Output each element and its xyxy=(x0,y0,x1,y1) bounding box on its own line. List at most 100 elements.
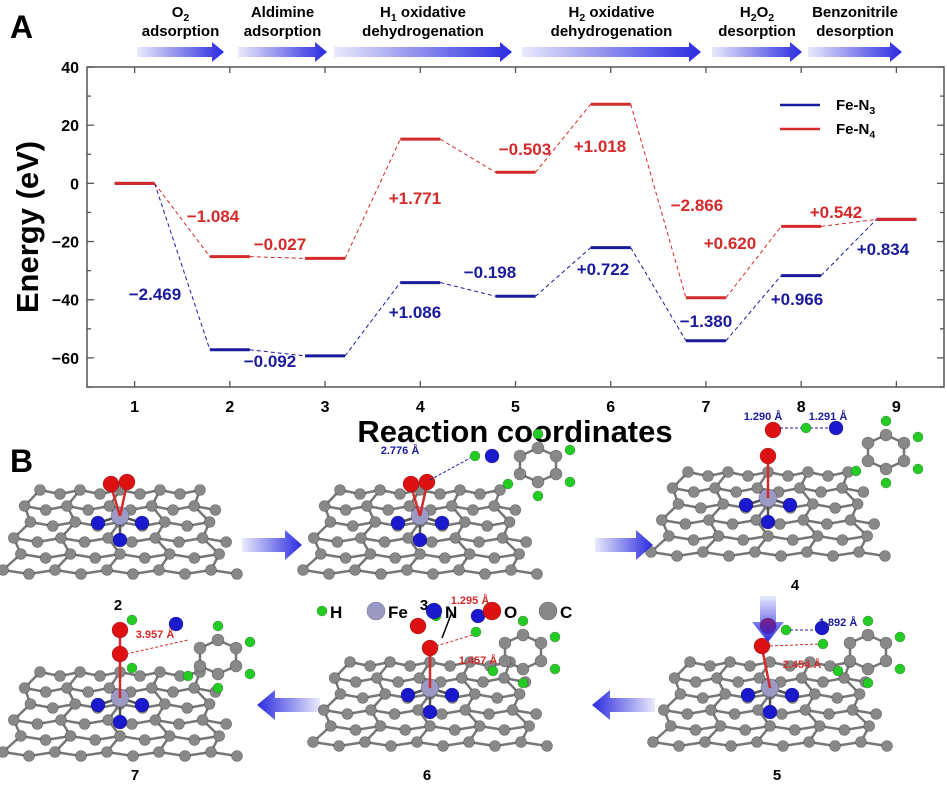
atom-c xyxy=(402,532,415,544)
subscript: 3 xyxy=(869,105,875,117)
atom-c xyxy=(173,536,185,548)
x-tick-label: 8 xyxy=(797,399,806,416)
atom-c xyxy=(349,676,362,688)
atom-c xyxy=(39,504,52,516)
atom-n xyxy=(90,515,106,531)
atom-c xyxy=(371,672,383,684)
atom-c xyxy=(0,564,9,576)
text-run: H xyxy=(569,4,580,21)
atom-c xyxy=(134,488,146,500)
atom-c xyxy=(489,740,501,752)
atom-c xyxy=(211,633,225,647)
subscript: 1 xyxy=(391,12,397,24)
atom-c xyxy=(425,536,438,548)
atom-c xyxy=(879,550,891,562)
atom-c xyxy=(724,656,736,668)
step-energy-label: +1.018 xyxy=(574,137,626,156)
atom-c xyxy=(134,670,146,682)
atom-c xyxy=(333,740,345,752)
atom-c xyxy=(455,672,468,684)
atom-c xyxy=(101,746,113,758)
atom-h xyxy=(549,663,561,675)
step-title: H1 oxidative xyxy=(380,4,466,24)
atom-c xyxy=(897,436,911,450)
atom-c xyxy=(689,676,702,688)
atom-c xyxy=(46,702,59,714)
atom-c xyxy=(722,466,734,478)
atom-c xyxy=(822,470,834,482)
atom-c xyxy=(434,488,446,500)
structure-label: 5 xyxy=(773,767,781,784)
atom-fe xyxy=(366,601,386,621)
atom-c xyxy=(538,601,558,621)
atom-c xyxy=(388,708,401,720)
step-subtitle: desorption xyxy=(718,23,796,40)
structure-3: 2.776 Å3 xyxy=(297,428,576,614)
text-run: O xyxy=(757,4,769,21)
atom-c xyxy=(753,672,766,684)
atom-c xyxy=(54,670,66,682)
atom-n xyxy=(444,687,460,703)
text-run: Aldimine xyxy=(251,4,314,21)
atom-o xyxy=(482,601,502,621)
step-energy-label: +1.771 xyxy=(389,189,441,208)
atom-c xyxy=(694,502,707,514)
atom-c xyxy=(102,532,114,544)
atom-c xyxy=(453,564,465,576)
atom-c xyxy=(777,740,789,752)
atom-c xyxy=(473,720,486,732)
text-run: H xyxy=(740,4,751,21)
atom-c xyxy=(188,734,201,746)
atom-n xyxy=(784,687,800,703)
atom-c xyxy=(709,482,721,494)
atom-n xyxy=(134,515,150,531)
atom-c xyxy=(8,532,20,544)
atom-n xyxy=(425,602,443,620)
atom-c xyxy=(78,536,91,548)
distance-line xyxy=(125,639,189,655)
atom-c xyxy=(857,486,870,498)
atom-c xyxy=(126,718,138,730)
atom-h xyxy=(212,682,224,694)
atom-c xyxy=(799,704,812,716)
atom-c xyxy=(668,672,681,684)
atom-c xyxy=(804,656,816,668)
atom-c xyxy=(159,698,171,710)
atom-c xyxy=(444,660,456,672)
atom-o xyxy=(402,475,420,493)
atom-c xyxy=(458,516,471,528)
atom-c xyxy=(89,552,101,564)
atom-c xyxy=(788,724,801,736)
atom-n xyxy=(134,697,150,713)
atom-h xyxy=(564,476,576,488)
atom-c xyxy=(801,546,813,558)
atom-c xyxy=(549,467,563,481)
atom-c xyxy=(78,718,91,730)
atom-c xyxy=(139,552,151,564)
atom-c xyxy=(449,532,462,544)
step-energy-label: −1.380 xyxy=(680,312,732,331)
structure-label: 2 xyxy=(114,597,122,614)
subscript: 2 xyxy=(751,12,757,24)
atom-c xyxy=(846,704,859,716)
atom-h xyxy=(564,444,576,456)
atom-c xyxy=(838,672,851,684)
arrow-icon xyxy=(441,611,453,639)
x-tick-label: 9 xyxy=(892,399,901,416)
atom-c xyxy=(712,530,725,542)
atom-c xyxy=(861,662,875,676)
step-energy-label: −2.866 xyxy=(671,196,723,215)
atom-o xyxy=(759,447,777,465)
transition-line xyxy=(630,247,687,342)
atom-c xyxy=(61,682,73,694)
atom-c xyxy=(385,740,397,752)
text-run: Fe-N xyxy=(836,97,869,114)
atom-c xyxy=(69,516,81,528)
atom-h xyxy=(532,428,544,440)
structure-label: 4 xyxy=(791,577,800,594)
atom-c xyxy=(154,666,166,678)
